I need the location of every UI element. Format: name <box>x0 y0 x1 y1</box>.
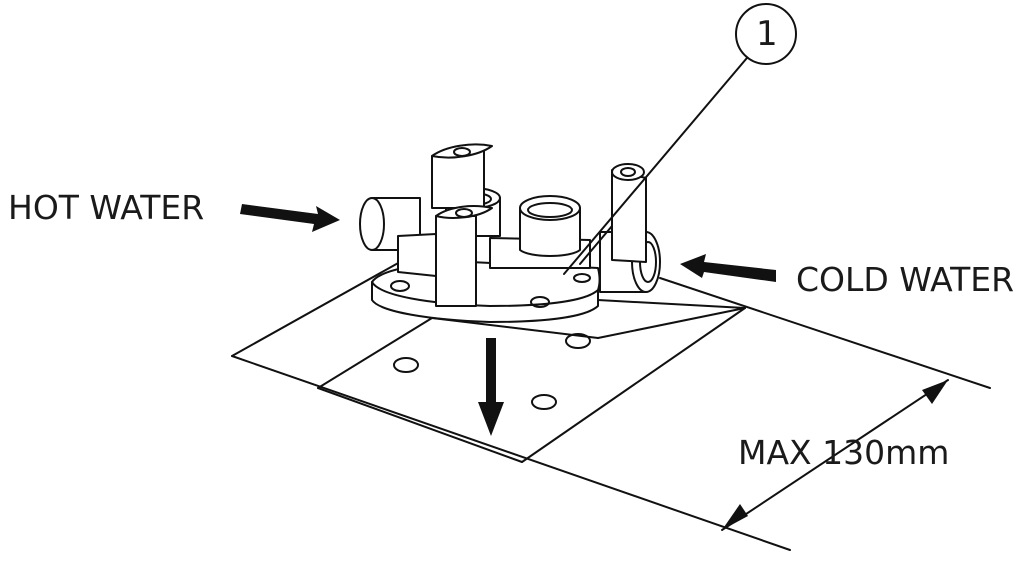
callout-number: 1 <box>756 14 778 54</box>
valve-body <box>397 187 591 277</box>
callout-leader <box>563 51 753 275</box>
cold-water-arrow <box>680 254 776 282</box>
cold-water-label: COLD WATER <box>796 260 1015 299</box>
hot-water-label: HOT WATER <box>8 188 205 227</box>
down-arrow <box>478 338 504 436</box>
hot-water-arrow <box>240 204 340 232</box>
dimension-line <box>721 379 949 531</box>
mounting-holes <box>393 333 591 410</box>
max-dimension-label: MAX 130mm <box>738 433 950 472</box>
mounting-surface <box>231 261 991 551</box>
callout-circle <box>735 3 797 65</box>
valve-posts <box>431 143 647 307</box>
